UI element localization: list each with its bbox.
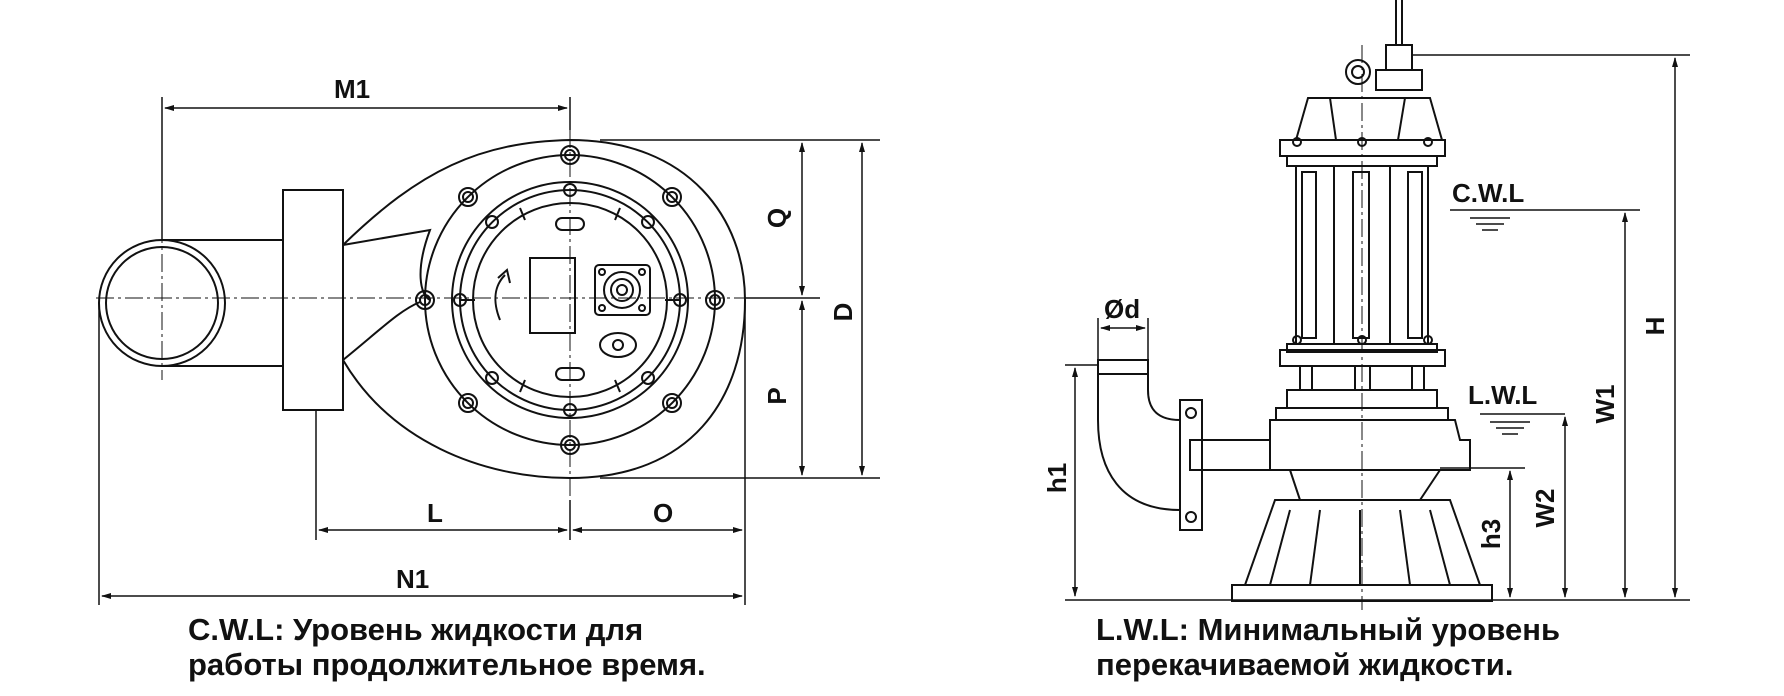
pump-casing — [1269, 419, 1471, 471]
dim-od-label: Ød — [1104, 294, 1140, 324]
caption-lwl: L.W.L: Минимальный уровень перекачиваемо… — [1096, 612, 1560, 682]
dim-d-label: D — [828, 303, 858, 322]
top-dimensions — [98, 97, 880, 605]
side-view — [1097, 0, 1493, 602]
dim-q-label: Q — [762, 208, 792, 228]
dim-o-label: O — [653, 498, 673, 528]
dim-h3-label: h3 — [1476, 519, 1506, 549]
caption-lwl-line2: перекачиваемой жидкости. — [1096, 647, 1514, 682]
motor-cap — [1294, 97, 1444, 141]
caption-lwl-line1: L.W.L: Минимальный уровень — [1096, 612, 1561, 647]
dim-h1-label: h1 — [1042, 463, 1072, 493]
dim-m1-label: M1 — [334, 74, 370, 104]
dim-n1-label: N1 — [396, 564, 429, 594]
lifting-eye — [1345, 59, 1371, 85]
dim-h-label: H — [1640, 317, 1670, 336]
rotation-arrow — [494, 274, 506, 321]
lwl-label: L.W.L — [1468, 380, 1537, 410]
caption-cwl: C.W.L: Уровень жидкости для работы продо… — [188, 612, 706, 682]
cable-gland — [594, 264, 651, 358]
name-plate — [529, 257, 576, 334]
volute-casing — [342, 138, 747, 480]
discharge-elbow — [1097, 374, 1181, 511]
top-view — [98, 138, 747, 480]
dim-w2-label: W2 — [1530, 489, 1560, 528]
dim-w1-label: W1 — [1590, 385, 1620, 424]
caption-cwl-line1: C.W.L: Уровень жидкости для — [188, 612, 644, 647]
cwl-label: C.W.L — [1452, 178, 1524, 208]
side-dimensions — [1065, 54, 1690, 601]
outlet-flange — [282, 189, 344, 411]
caption-cwl-line2: работы продолжительное время. — [188, 647, 706, 682]
discharge-flange — [1179, 399, 1203, 531]
water-level-symbols — [1450, 209, 1640, 435]
top-centerlines — [96, 130, 770, 500]
dim-l-label: L — [427, 498, 443, 528]
cable-entry — [1385, 44, 1413, 71]
dim-p-label: P — [762, 387, 792, 404]
